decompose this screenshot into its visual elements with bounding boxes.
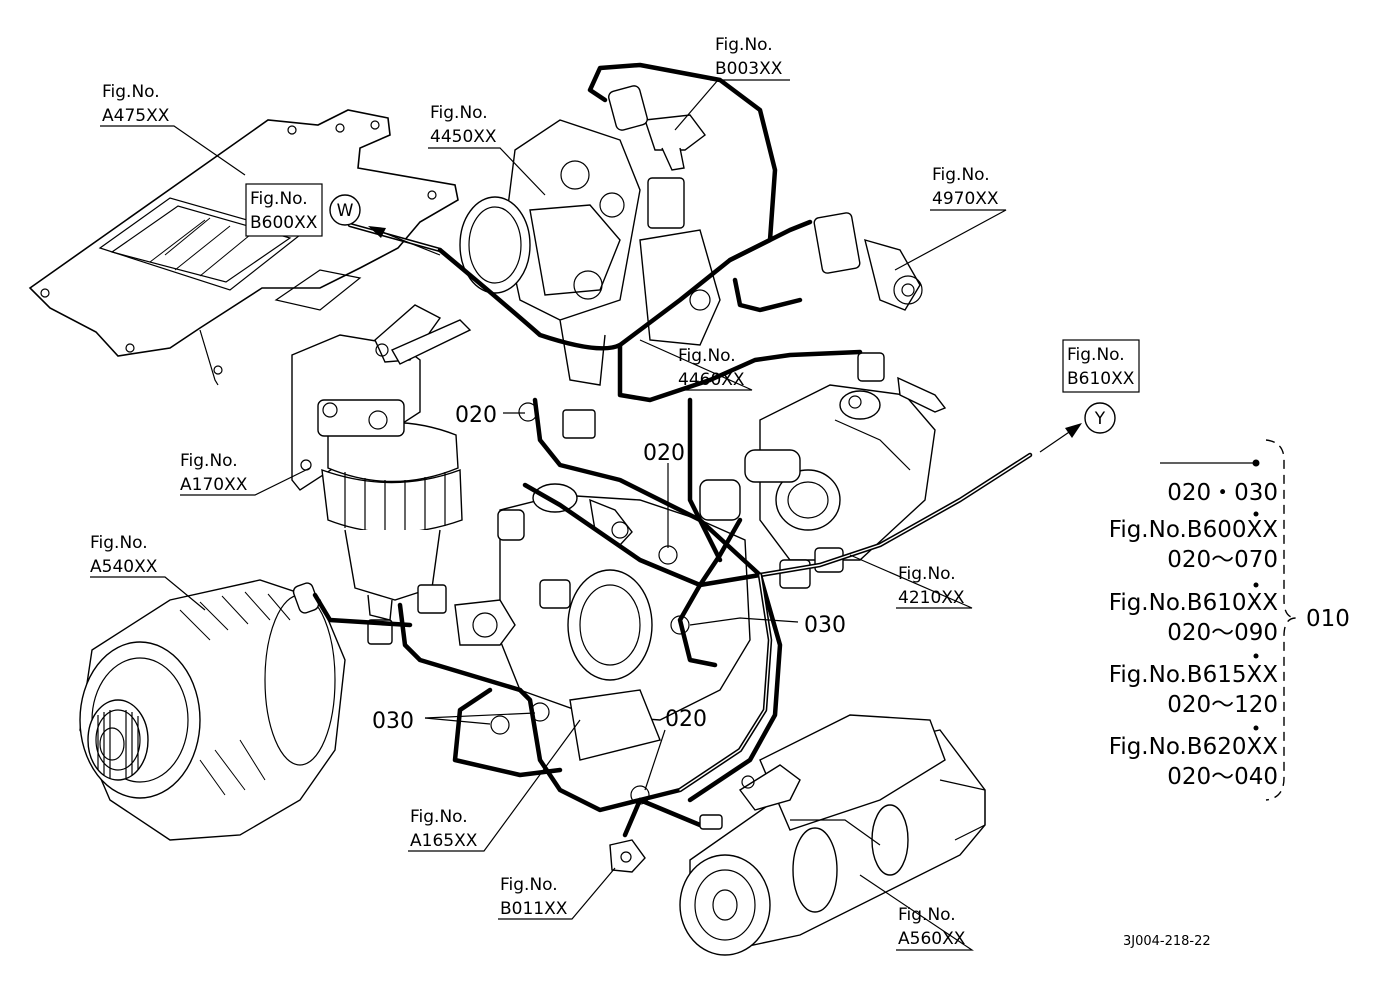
parts-legend: 020・030 Fig.No.B600XX 020～070 Fig.No.B61…: [1109, 439, 1350, 801]
arrow-to-w: [368, 226, 441, 256]
sensor-4970: [813, 212, 923, 311]
legend-dot: [1253, 725, 1259, 731]
svg-text:Fig.No.: Fig.No.: [410, 807, 468, 827]
alternator: [79, 579, 346, 841]
legend-dot: [1253, 511, 1259, 517]
part-number-020-top[interactable]: 020: [455, 403, 497, 428]
svg-text:B610XX: B610XX: [1067, 369, 1135, 389]
svg-text:4460XX: 4460XX: [678, 370, 745, 390]
legend-brace: [1265, 439, 1297, 801]
svg-text:A560XX: A560XX: [898, 929, 966, 949]
svg-text:Y: Y: [1094, 409, 1106, 429]
callout-b600-box[interactable]: Fig.No. B600XX: [245, 183, 323, 237]
part-number-030-right[interactable]: 030: [804, 613, 846, 638]
svg-text:Fig.No.: Fig.No.: [430, 103, 488, 123]
legend-line-2: Fig.No.B600XX: [1109, 517, 1278, 543]
pressure-switch: [609, 839, 646, 873]
connector-y[interactable]: Y: [1084, 402, 1116, 434]
legend-line-3: 020～070: [1167, 547, 1278, 573]
svg-text:A540XX: A540XX: [90, 557, 158, 577]
arrow-to-y: [1039, 423, 1082, 453]
legend-line-6: Fig.No.B615XX: [1109, 662, 1278, 688]
svg-text:W: W: [337, 201, 354, 221]
svg-text:Fig.No.: Fig.No.: [678, 346, 736, 366]
svg-text:Fig.No.: Fig.No.: [715, 35, 773, 55]
svg-text:4970XX: 4970XX: [932, 189, 999, 209]
svg-text:A475XX: A475XX: [102, 106, 170, 126]
legend-line-1: 020・030: [1167, 480, 1278, 506]
legend-line-5: 020～090: [1167, 620, 1278, 646]
svg-text:Fig.No.: Fig.No.: [500, 875, 558, 895]
fuel-filter: [291, 304, 472, 621]
callout-b610-box[interactable]: Fig.No. B610XX: [1062, 339, 1140, 393]
callout-a165[interactable]: Fig.No. A165XX: [410, 807, 478, 851]
svg-text:Fig.No.: Fig.No.: [102, 82, 160, 102]
callout-4970[interactable]: Fig.No. 4970XX: [932, 165, 999, 209]
callout-4460[interactable]: Fig.No. 4460XX: [678, 346, 745, 390]
svg-text:B600XX: B600XX: [250, 213, 318, 233]
callout-a475[interactable]: Fig.No. A475XX: [102, 82, 170, 126]
legend-assembly-number[interactable]: 010: [1306, 606, 1350, 632]
svg-text:B003XX: B003XX: [715, 59, 783, 79]
part-number-020-bottom[interactable]: 020: [665, 707, 707, 732]
callout-a540[interactable]: Fig.No. A540XX: [90, 533, 158, 577]
svg-text:Fig.No.: Fig.No.: [932, 165, 990, 185]
starter-motor: [679, 714, 986, 956]
part-number-020-mid[interactable]: 020: [643, 441, 685, 466]
injection-pump: [744, 352, 947, 589]
legend-line-4: Fig.No.B610XX: [1109, 590, 1278, 616]
engine-block: [367, 409, 751, 761]
leader-lines: [90, 79, 1260, 951]
svg-text:Fig.No.: Fig.No.: [898, 564, 956, 584]
svg-text:B011XX: B011XX: [500, 899, 568, 919]
svg-text:A170XX: A170XX: [180, 475, 248, 495]
callout-a560[interactable]: Fig.No. A560XX: [898, 905, 966, 949]
legend-line-7: 020～120: [1167, 692, 1278, 718]
legend-dot: [1253, 582, 1259, 588]
bracket-plate: [28, 109, 459, 386]
throttle-body: [459, 119, 721, 386]
callout-b011[interactable]: Fig.No. B011XX: [500, 875, 568, 919]
legend-dot: [1253, 653, 1259, 659]
legend-line-8: Fig.No.B620XX: [1109, 734, 1278, 760]
drawing-code: 3J004-218-22: [1123, 934, 1211, 949]
svg-text:Fig.No.: Fig.No.: [898, 905, 956, 925]
callout-a170[interactable]: Fig.No. A170XX: [180, 451, 248, 495]
part-number-030-left[interactable]: 030: [372, 709, 414, 734]
svg-text:Fig.No.: Fig.No.: [180, 451, 238, 471]
svg-text:A165XX: A165XX: [410, 831, 478, 851]
svg-text:4210XX: 4210XX: [898, 588, 965, 608]
sensor-b003: [608, 85, 706, 171]
callout-b003[interactable]: Fig.No. B003XX: [715, 35, 783, 79]
connector-w[interactable]: W: [329, 194, 361, 226]
svg-text:Fig.No.: Fig.No.: [1067, 345, 1125, 365]
svg-text:4450XX: 4450XX: [430, 127, 497, 147]
legend-line-9: 020～040: [1167, 764, 1278, 790]
callout-4210[interactable]: Fig.No. 4210XX: [898, 564, 965, 608]
svg-text:Fig.No.: Fig.No.: [250, 189, 308, 209]
svg-text:Fig.No.: Fig.No.: [90, 533, 148, 553]
callout-4450[interactable]: Fig.No. 4450XX: [430, 103, 497, 147]
